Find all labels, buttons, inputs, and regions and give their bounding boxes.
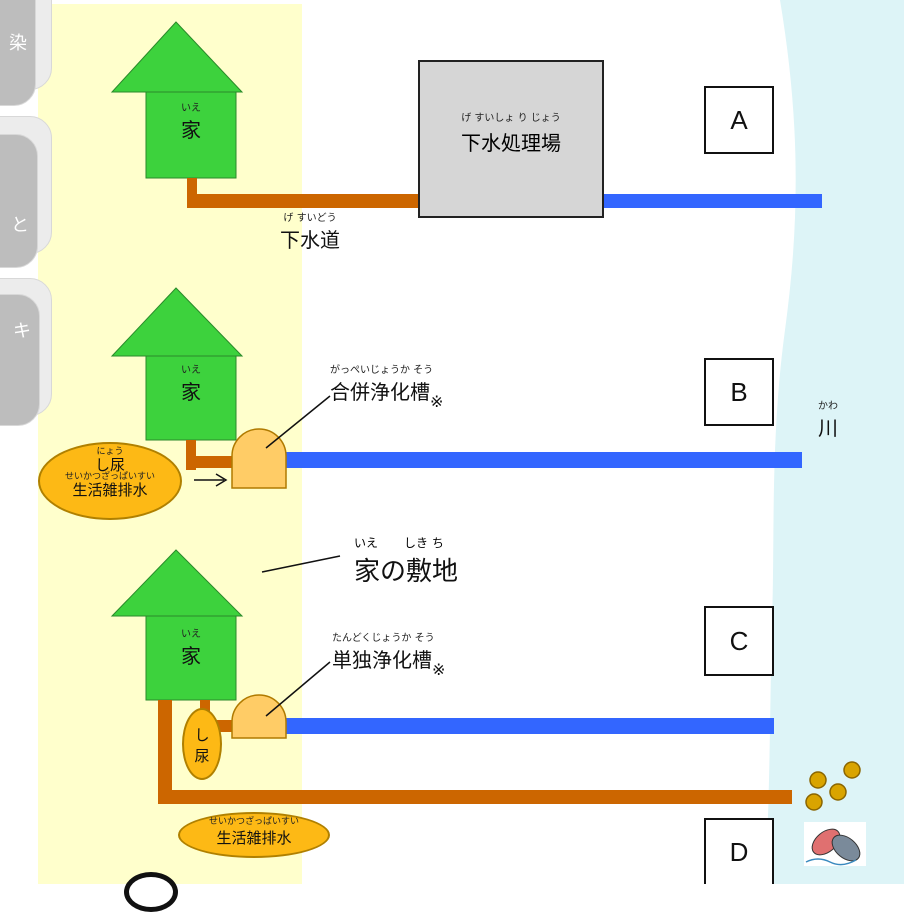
partial-character-illustration [124,872,178,912]
house-3-shape [110,549,244,701]
house-1-label: いえ 家 [181,103,201,143]
nightsoil-graywater-ellipse: にょう し尿 せいかつざっぱいすい 生活雑排水 [38,442,182,520]
sewage-treatment-plant: げ すいしょ り じょう 下水処理場 [418,60,604,218]
label-box-a: A [704,86,774,154]
graywater-ellipse: せいかつざっぱいすい 生活雑排水 [178,812,330,858]
side-tab-2-label: と [11,215,29,236]
side-tab-3-label: キ [13,321,31,342]
pollutant-dot [809,771,827,789]
combined-tank-shape [231,428,287,489]
side-tab-3[interactable]: キ [0,294,40,426]
graywater-pipe-d [158,790,792,804]
single-tank-label: たんどくじょうか そう 単独浄化槽※ [332,633,446,680]
single-tank-shape [231,694,287,739]
house-2-shape [110,287,244,441]
treated-pipe-c [286,718,774,734]
diagram-lines [110,21,866,866]
sewage-plant-ruby: げ すいしょ り じょう [461,113,561,124]
house-2-label: いえ 家 [181,365,201,405]
sewer-label: げ すいどう 下水道 [280,213,340,253]
side-tab-1-label: 染 [9,33,27,54]
pollutant-dot [805,793,823,811]
small-nightsoil-ellipse: し 尿 [182,708,222,780]
side-tab-1[interactable]: 染 [0,0,36,106]
sick-fish-illustration [804,822,866,866]
house-1-shape [110,21,244,179]
combined-tank-label: がっぺいじょうか そう 合併浄化槽※ [330,365,444,412]
treated-pipe-a [604,194,822,208]
sewer-pipe [187,178,197,208]
premises-label: いえしき ち 家の敷地 [354,536,459,587]
label-box-d: D [704,818,774,884]
side-tab-2[interactable]: と [0,134,38,268]
label-box-b: B [704,358,774,426]
label-box-c: C [704,606,774,676]
river-shape [765,0,904,884]
sewage-plant-label: 下水処理場 [461,131,561,155]
pollutant-dot [843,761,861,779]
pollutant-dot [829,783,847,801]
house-3-label: いえ 家 [181,629,201,669]
river-label: かわ 川 [818,401,838,441]
treated-pipe-b [286,452,802,468]
